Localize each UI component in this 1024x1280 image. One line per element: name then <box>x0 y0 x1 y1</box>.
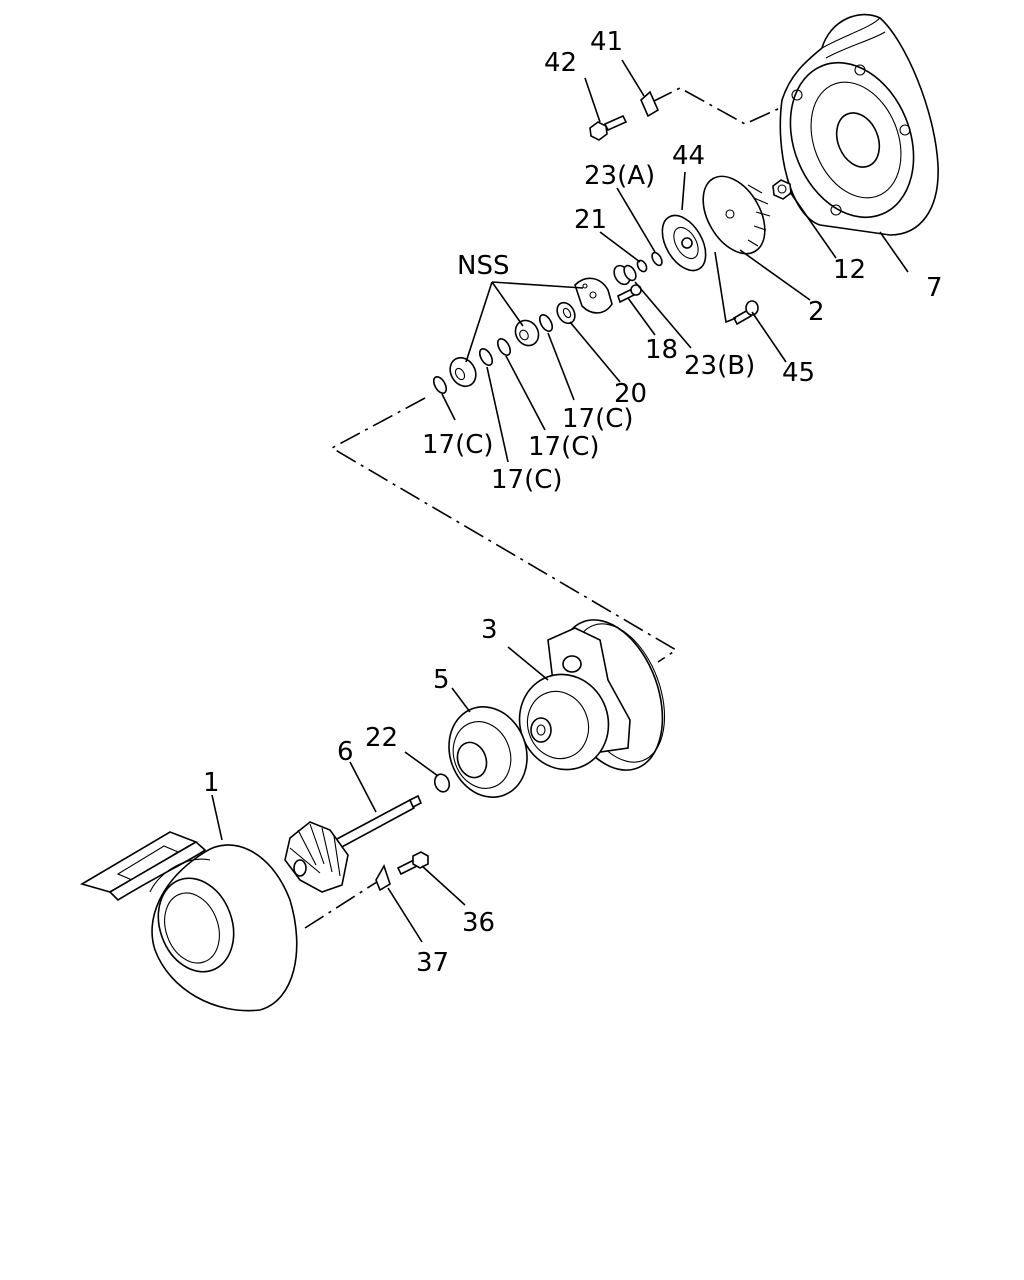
label-41: 41 <box>590 27 623 57</box>
turbine-housing <box>79 831 298 1012</box>
bolt-42 <box>589 114 628 141</box>
label-18: 18 <box>645 335 678 365</box>
screw-18 <box>617 284 642 304</box>
label-22: 22 <box>365 723 398 753</box>
bolt-45 <box>732 300 759 326</box>
label-20: 20 <box>614 379 647 409</box>
compressor-housing <box>779 13 939 236</box>
nut-12 <box>772 179 792 200</box>
collar-20 <box>556 301 576 325</box>
label-42: 42 <box>544 48 577 78</box>
label-21: 21 <box>574 205 607 235</box>
seal-plate-5 <box>448 706 528 798</box>
label-6: 6 <box>337 737 354 767</box>
sleeve-21 <box>613 264 637 286</box>
label-17c-3: 17(C) <box>528 432 600 462</box>
label-5: 5 <box>433 665 450 695</box>
center-housing <box>518 619 666 771</box>
label-45: 45 <box>782 358 815 388</box>
snap-ring-2 <box>496 338 512 356</box>
bearing-upper <box>514 319 540 347</box>
part-labels: 41 42 44 23(A) 21 12 7 NSS 2 18 23(B) 45… <box>203 27 943 978</box>
snap-ring-4 <box>432 376 448 394</box>
label-23b: 23(B) <box>684 351 755 381</box>
assembly-centerlines <box>304 87 781 929</box>
compressor-wheel <box>702 175 771 255</box>
label-nss: NSS <box>457 251 509 281</box>
label-44: 44 <box>672 141 705 171</box>
lock-plate-41 <box>640 90 660 118</box>
ring-22 <box>433 773 451 793</box>
label-12: 12 <box>833 255 866 285</box>
label-17c-1: 17(C) <box>562 404 634 434</box>
label-17c-4: 17(C) <box>491 465 563 495</box>
bolt-36 <box>396 851 429 876</box>
thrust-plate <box>574 277 613 314</box>
snap-ring-1 <box>538 314 554 332</box>
label-37: 37 <box>416 948 449 978</box>
bearing-lower <box>449 356 477 388</box>
label-23a: 23(A) <box>584 161 655 191</box>
label-3: 3 <box>481 615 498 645</box>
label-36: 36 <box>462 908 495 938</box>
seal-plate <box>661 214 707 272</box>
snap-ring-3 <box>478 348 494 366</box>
lock-plate-37 <box>375 864 391 892</box>
leader-lines <box>211 59 909 943</box>
ring-23a <box>651 251 663 267</box>
label-7: 7 <box>926 273 943 303</box>
turbine-shaft-wheel <box>284 794 423 893</box>
label-1: 1 <box>203 768 220 798</box>
label-17c-2: 17(C) <box>422 430 494 460</box>
label-2: 2 <box>808 297 825 327</box>
